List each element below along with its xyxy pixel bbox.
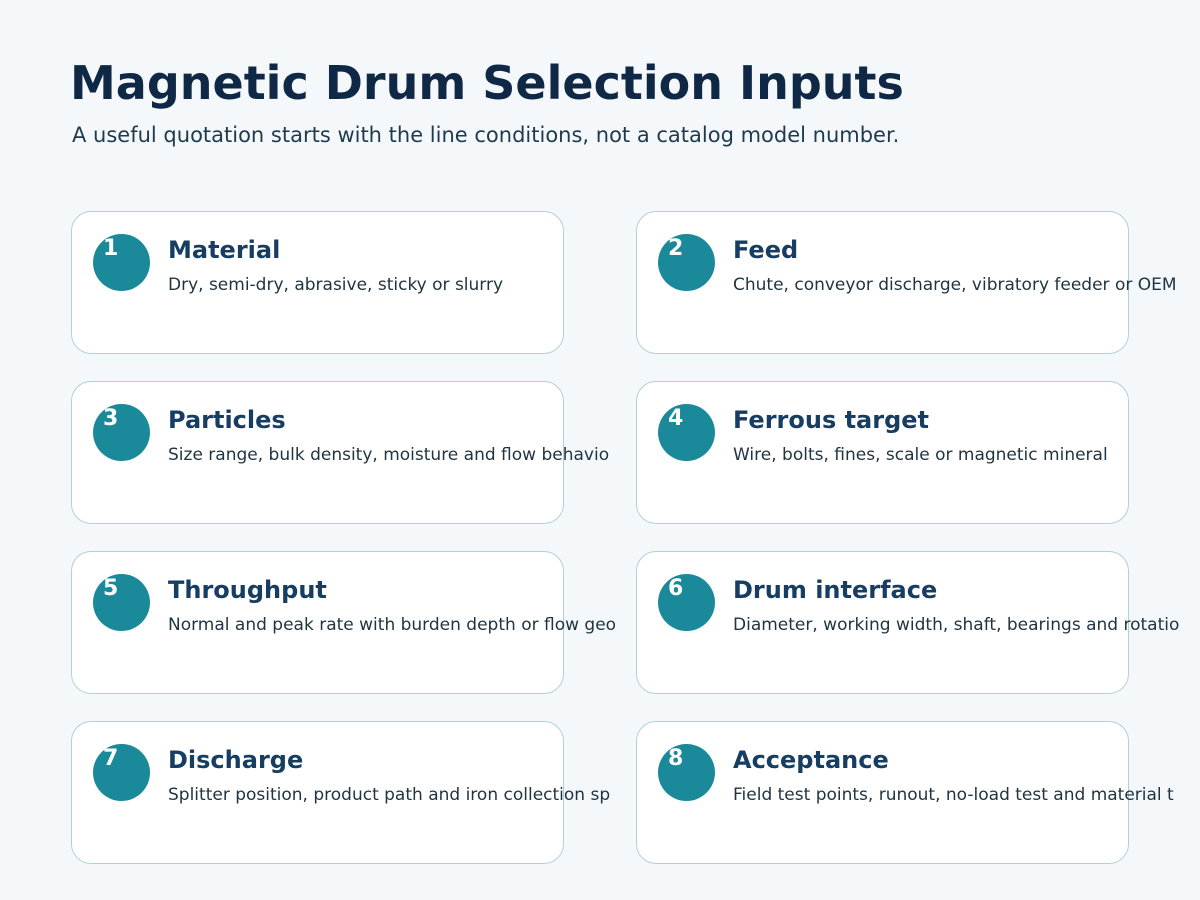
card-description: Normal and peak rate with burden depth o… <box>168 615 617 635</box>
step-number: 4 <box>668 406 684 431</box>
step-badge: 1 <box>93 234 150 291</box>
card-title: Discharge <box>168 746 304 774</box>
card-title: Particles <box>168 406 286 434</box>
card-description: Diameter, working width, shaft, bearings… <box>733 615 1180 635</box>
page-subtitle: A useful quotation starts with the line … <box>72 123 900 147</box>
step-badge: 4 <box>658 404 715 461</box>
input-card-acceptance: 8 Acceptance Field test points, runout, … <box>636 721 1174 864</box>
step-badge: 6 <box>658 574 715 631</box>
card-title: Throughput <box>168 576 327 604</box>
input-card-drum-interface: 6 Drum interface Diameter, working width… <box>636 551 1179 694</box>
input-card-throughput: 5 Throughput Normal and peak rate with b… <box>71 551 616 694</box>
card-description: Wire, bolts, fines, scale or magnetic mi… <box>733 445 1108 465</box>
card-description: Splitter position, product path and iron… <box>168 785 611 805</box>
input-card-discharge: 7 Discharge Splitter position, product p… <box>71 721 610 864</box>
step-number: 7 <box>103 746 119 771</box>
card-description: Size range, bulk density, moisture and f… <box>168 445 610 465</box>
page-title: Magnetic Drum Selection Inputs <box>70 56 904 110</box>
step-number: 1 <box>103 236 119 261</box>
input-card-ferrous-target: 4 Ferrous target Wire, bolts, fines, sca… <box>636 381 1129 524</box>
step-number: 5 <box>103 576 119 601</box>
card-title: Acceptance <box>733 746 889 774</box>
card-description: Field test points, runout, no-load test … <box>733 785 1174 805</box>
step-badge: 5 <box>93 574 150 631</box>
step-badge: 2 <box>658 234 715 291</box>
step-badge: 8 <box>658 744 715 801</box>
card-description: Chute, conveyor discharge, vibratory fee… <box>733 275 1177 295</box>
step-badge: 3 <box>93 404 150 461</box>
card-title: Material <box>168 236 281 264</box>
card-description: Dry, semi-dry, abrasive, sticky or slurr… <box>168 275 504 295</box>
input-card-particles: 3 Particles Size range, bulk density, mo… <box>71 381 609 524</box>
step-number: 8 <box>668 746 684 771</box>
card-title: Drum interface <box>733 576 938 604</box>
input-card-material: 1 Material Dry, semi-dry, abrasive, stic… <box>71 211 564 354</box>
step-number: 2 <box>668 236 684 261</box>
card-title: Feed <box>733 236 799 264</box>
step-badge: 7 <box>93 744 150 801</box>
step-number: 6 <box>668 576 684 601</box>
card-title: Ferrous target <box>733 406 930 434</box>
input-card-feed: 2 Feed Chute, conveyor discharge, vibrat… <box>636 211 1177 354</box>
step-number: 3 <box>103 406 119 431</box>
